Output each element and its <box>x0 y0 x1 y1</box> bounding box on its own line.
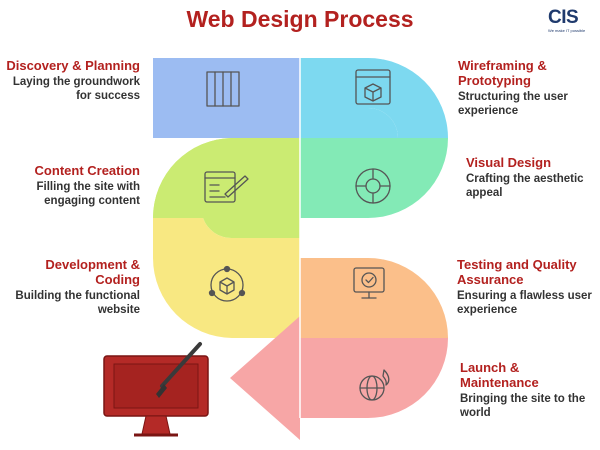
step-title: Testing and Quality Assurance <box>457 257 577 287</box>
step-development: Development & Coding Building the functi… <box>0 257 140 317</box>
paintbrush-icon <box>156 342 202 398</box>
columns-icon <box>206 71 240 107</box>
logo-mark: CIS <box>548 7 579 28</box>
step-wireframing: Wireframing & Prototyping Structuring th… <box>458 58 598 118</box>
stage-content-band-fill <box>153 138 300 239</box>
step-title: Discovery & Planning <box>6 58 140 73</box>
step-description: Crafting the aesthetic appeal <box>466 173 584 199</box>
step-title: Content Creation <box>34 163 140 178</box>
step-title: Visual Design <box>466 155 552 170</box>
document-pencil-icon <box>204 171 249 203</box>
logo-tagline: We make IT possible <box>548 28 586 33</box>
step-description: Filling the site with engaging content <box>36 181 141 207</box>
step-title: Development & Coding <box>45 257 140 287</box>
stage-launch-band <box>230 316 448 440</box>
step-description: Laying the groundwork for success <box>12 76 140 102</box>
stage-wireframing-band <box>300 58 448 138</box>
step-description: Building the functional website <box>15 290 140 316</box>
step-discovery: Discovery & Planning Laying the groundwo… <box>0 58 140 103</box>
step-description: Bringing the site to the world <box>460 393 586 419</box>
step-content: Content Creation Filling the site with e… <box>0 163 140 208</box>
brand-logo: CIS We make IT possible <box>548 8 592 38</box>
browser-cube-icon <box>355 69 391 105</box>
step-description: Ensuring a flawless user experience <box>457 290 592 316</box>
palette-icon <box>355 168 391 204</box>
step-title: Launch & Maintenance <box>460 360 539 390</box>
stage-discovery-band <box>153 58 300 138</box>
step-title: Wireframing & Prototyping <box>458 58 547 88</box>
monitor-brush-illustration <box>103 342 209 437</box>
monitor-check-icon <box>353 267 385 299</box>
monitor-panel <box>113 363 199 409</box>
step-launch: Launch & Maintenance Bringing the site t… <box>460 360 600 420</box>
globe-flame-icon <box>359 369 390 401</box>
page-title: Web Design Process <box>186 6 414 32</box>
cube-network-icon <box>208 265 246 302</box>
step-visual: Visual Design Crafting the aesthetic app… <box>466 155 584 200</box>
step-description: Structuring the user experience <box>458 91 568 117</box>
step-testing: Testing and Quality Assurance Ensuring a… <box>457 257 597 317</box>
monitor-stand <box>141 415 171 435</box>
stage-wireframing-band-lower <box>300 108 398 138</box>
stage-visual-band <box>300 138 448 218</box>
